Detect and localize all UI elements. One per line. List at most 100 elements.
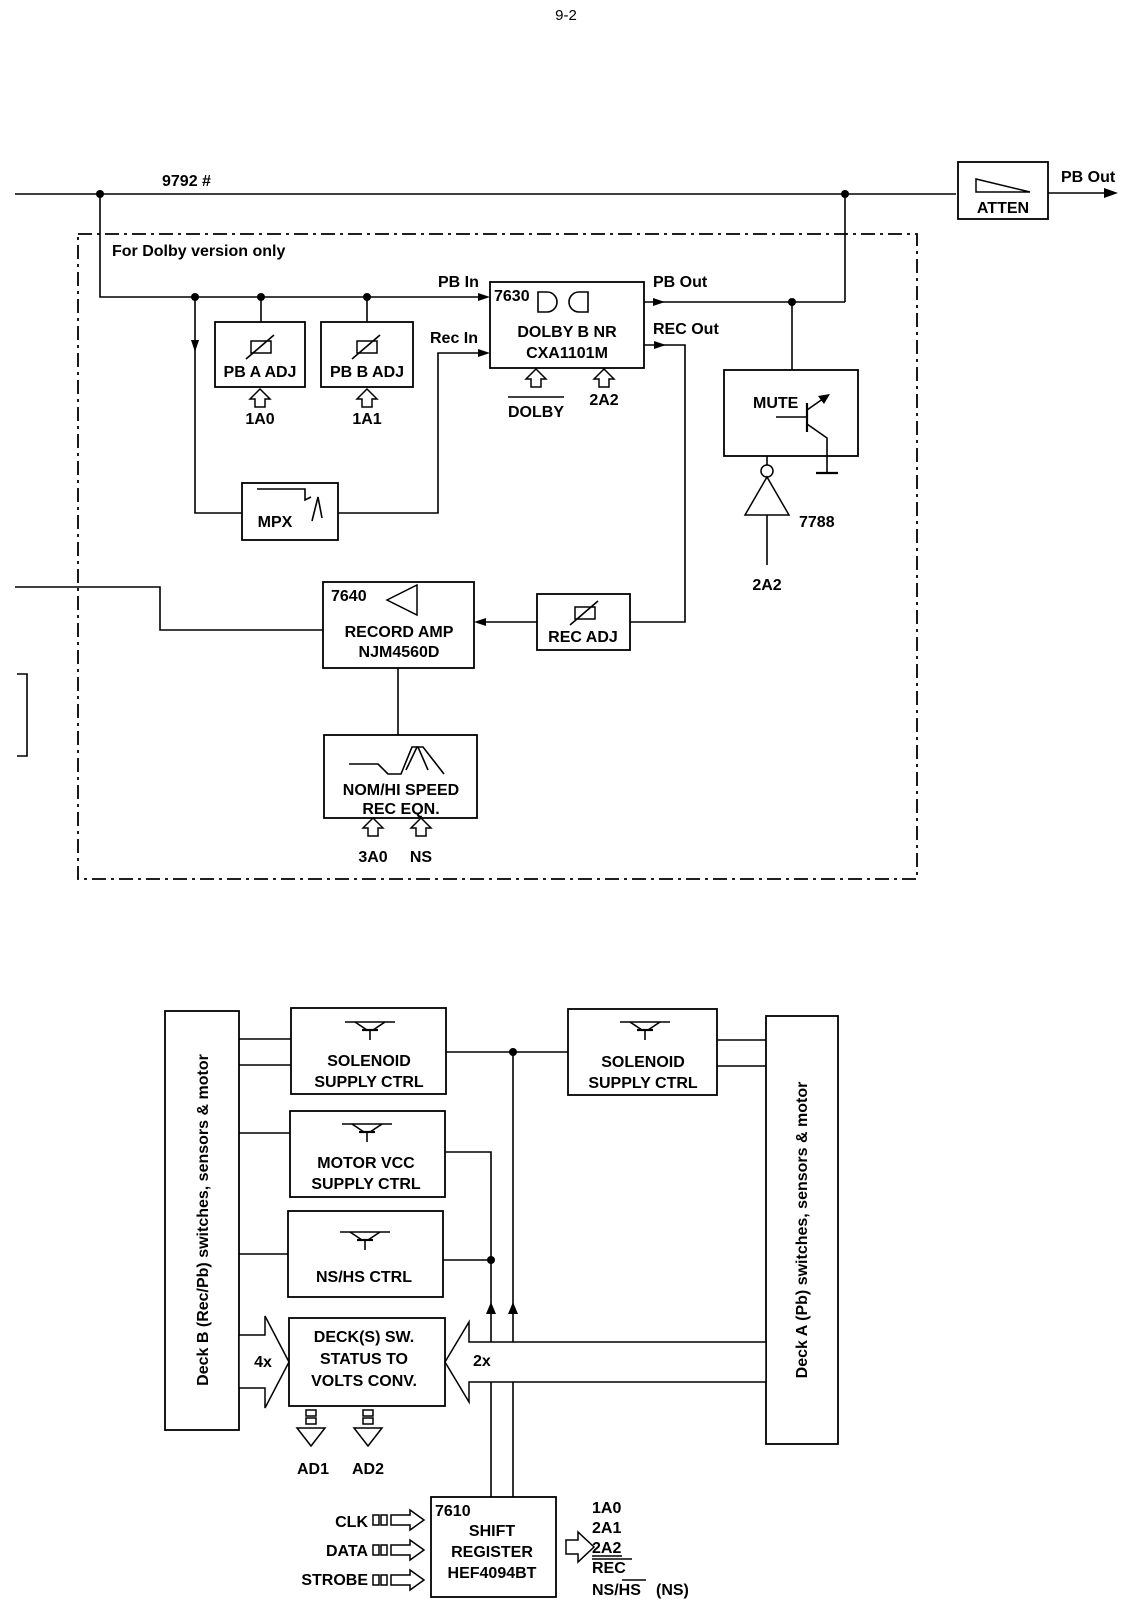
data-label: DATA	[326, 1543, 369, 1560]
arrow-up-icon	[508, 1302, 518, 1314]
bus-right-label: 2x	[473, 1353, 491, 1370]
solenoid-right-block	[567, 1008, 718, 1096]
record-amp-line2: NJM4560D	[359, 644, 440, 661]
control-input-arrow-icon	[355, 387, 379, 408]
page-number: 9-2	[555, 7, 577, 24]
pb-out-label: PB Out	[1061, 169, 1116, 186]
motor-vcc-block	[289, 1110, 446, 1198]
strobe-input-arrow-icon	[372, 1568, 426, 1592]
arrow-right-icon	[1104, 188, 1118, 198]
shift-register-block	[430, 1496, 557, 1598]
transistor-icon	[345, 1021, 395, 1040]
mute-ctrl: 2A2	[752, 577, 781, 594]
variable-resistor-icon	[245, 334, 275, 360]
junction-dot	[487, 1256, 495, 1264]
mute-block	[723, 369, 859, 457]
record-out-line	[15, 586, 323, 631]
inverter-icon	[743, 475, 791, 516]
transistor-icon	[620, 1021, 670, 1040]
bus-arrow-icon	[238, 1315, 290, 1409]
output-nshs: NS/HS	[592, 1582, 641, 1599]
playback-record-section: 9792 # ATTEN PB Out For Dolby version on…	[15, 161, 1118, 880]
ad1-output-arrow-icon	[295, 1409, 327, 1448]
mpx-label: MPX	[258, 514, 293, 531]
rec-eq-line2: REC EQN.	[362, 801, 439, 818]
deck-b-block	[164, 1010, 240, 1431]
solenoid-right-line1: SOLENOID	[601, 1054, 685, 1071]
pb-b-adj-ctrl: 1A1	[352, 411, 381, 428]
solenoid-left-line1: SOLENOID	[327, 1053, 411, 1070]
solenoid-left-line2: SUPPLY CTRL	[314, 1074, 424, 1091]
dolby-logo-icon	[568, 291, 589, 313]
deck-sw-line3: VOLTS CONV.	[311, 1373, 417, 1390]
filter-curve-icon	[311, 496, 323, 522]
pb-b-adj-block	[320, 321, 414, 388]
bus-left-label: 4x	[254, 1354, 272, 1371]
rec-eq-ctrl-right: NS	[410, 849, 433, 866]
pb-in-label: PB In	[438, 274, 479, 291]
wire-9792-label: 9792 #	[162, 173, 211, 190]
output-2a2: 2A2	[592, 1540, 621, 1557]
arrow-right-icon	[654, 341, 666, 349]
bus-arrow-icon	[444, 1319, 767, 1405]
output-2a1: 2A1	[592, 1520, 621, 1537]
pb-in-line	[99, 194, 482, 298]
deck-a-label: Deck A (Pb) switches, sensors & motor	[794, 1082, 811, 1379]
clk-input-arrow-icon	[372, 1508, 426, 1532]
arrow-right-icon	[478, 349, 490, 357]
dolby-nr-ic-block	[489, 281, 645, 369]
ad2-output-arrow-icon	[352, 1409, 384, 1448]
deck-sw-line1: DECK(S) SW.	[314, 1329, 414, 1346]
dolby-ctrl-left: DOLBY	[508, 404, 564, 421]
mpx-block	[241, 482, 339, 541]
dolby-ic-line2: CXA1101M	[526, 345, 608, 362]
control-input-arrow-icon	[248, 387, 272, 408]
mpx-feed-line	[194, 297, 242, 514]
dolby-ctrl-right: 2A2	[589, 392, 618, 409]
dolby-ic-ref: 7630	[494, 288, 530, 305]
rec-in-label: Rec In	[430, 330, 478, 347]
deck-a-block	[765, 1015, 839, 1445]
pb-b-adj-label: PB B ADJ	[330, 364, 404, 381]
shift-register-ref: 7610	[435, 1503, 471, 1520]
dolby-version-note: For Dolby version only	[112, 243, 285, 260]
dolby-version-boundary	[77, 233, 918, 880]
eq-curve-icon	[405, 746, 445, 775]
attenuator-icon	[975, 178, 1031, 193]
motor-vcc-line1: MOTOR VCC	[317, 1155, 415, 1172]
arrow-down-icon	[191, 340, 199, 352]
output-arrow-icon	[565, 1530, 596, 1564]
atten-label: ATTEN	[977, 200, 1029, 217]
control-input-arrow-icon	[592, 367, 616, 388]
output-rec: REC	[592, 1560, 626, 1577]
deck-sw-status-block	[288, 1317, 446, 1407]
rec-eq-block	[323, 734, 478, 819]
transistor-icon	[342, 1123, 392, 1142]
solenoid-right-line2: SUPPLY CTRL	[588, 1075, 698, 1092]
transistor-icon	[818, 394, 830, 404]
output-note: (NS)	[656, 1582, 689, 1599]
record-amp-line1: RECORD AMP	[345, 624, 454, 641]
dolby-pb-out-label: PB Out	[653, 274, 708, 291]
ad2-label: AD2	[352, 1461, 384, 1478]
rec-adj-block	[536, 593, 631, 651]
pb-a-adj-ctrl: 1A0	[245, 411, 274, 428]
offpage-bracket	[17, 673, 28, 757]
transistor-icon	[340, 1231, 390, 1250]
filter-curve-icon	[257, 488, 312, 502]
data-input-arrow-icon	[372, 1538, 426, 1562]
deck-b-label: Deck B (Rec/Pb) switches, sensors & moto…	[195, 1054, 212, 1386]
transistor-icon	[806, 423, 828, 473]
rec-out-line	[630, 344, 686, 623]
rec-adj-label: REC ADJ	[548, 629, 618, 646]
shift-register-line3: HEF4094BT	[448, 1565, 537, 1582]
rec-eq-line1: NOM/HI SPEED	[343, 782, 459, 799]
arrow-up-icon	[486, 1302, 496, 1314]
inverter-ref: 7788	[799, 514, 835, 531]
shift-register-line1: SHIFT	[469, 1523, 515, 1540]
output-1a0: 1A0	[592, 1500, 621, 1517]
arrow-right-icon	[478, 293, 490, 301]
rec-eq-ctrl-left: 3A0	[358, 849, 387, 866]
strobe-label: STROBE	[301, 1572, 368, 1589]
